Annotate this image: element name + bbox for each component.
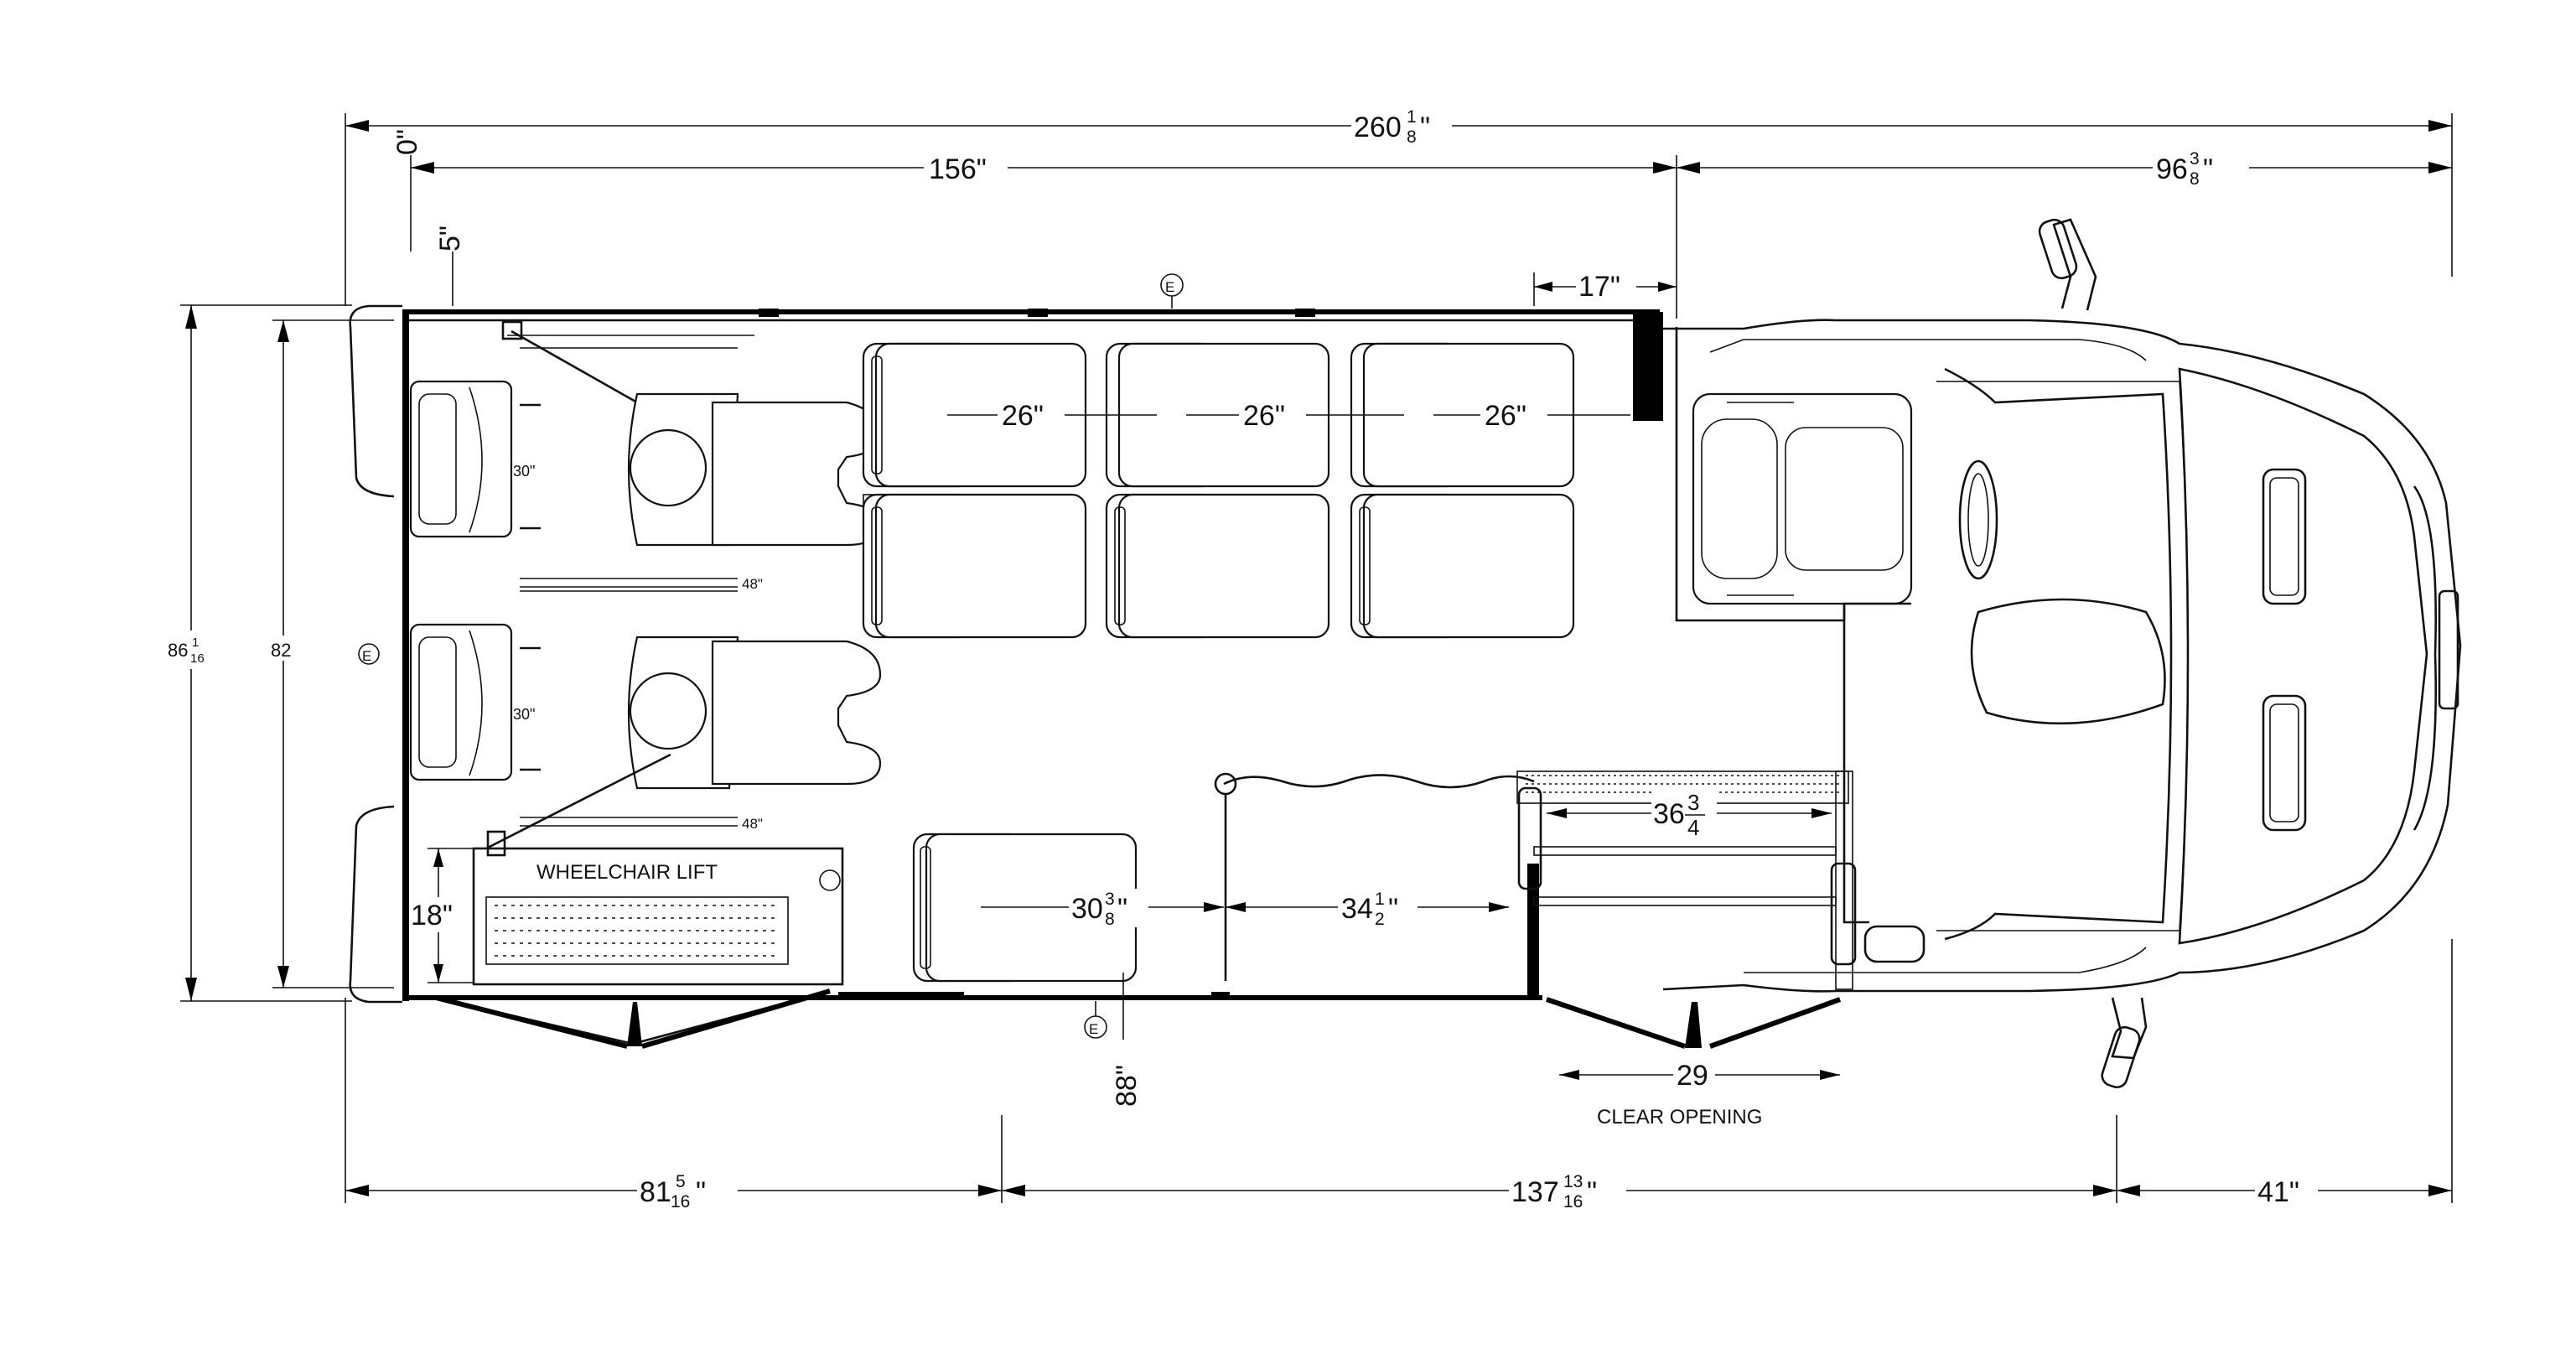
wheelchair-position-2: 48" (485, 590, 882, 850)
svg-text:8: 8 (2190, 169, 2200, 189)
front-section-value: 96 (2156, 153, 2188, 185)
svg-text:41": 41" (2257, 1176, 2299, 1208)
svg-text:16: 16 (190, 651, 205, 666)
svg-text:": " (2203, 153, 2213, 185)
svg-text:29: 29 (1677, 1060, 1708, 1092)
svg-text:30": 30" (513, 463, 535, 480)
svg-text:26": 26" (1243, 400, 1285, 432)
svg-text:": " (1587, 1176, 1597, 1208)
svg-text:26": 26" (1002, 400, 1044, 432)
svg-text:E: E (1165, 279, 1174, 295)
rear-fold-seat-1: 30" (409, 380, 535, 538)
svg-text:16: 16 (671, 1192, 690, 1212)
cab-front (1662, 218, 2462, 1089)
seat-row-2 (1105, 342, 1330, 639)
svg-text:30: 30 (1071, 893, 1103, 925)
svg-text:13: 13 (1563, 1172, 1583, 1191)
svg-text:3: 3 (1105, 890, 1115, 909)
step-width-dimension: 36 3 4 (1547, 790, 1832, 840)
wheelchair-lift: WHEELCHAIR LIFT (472, 830, 844, 986)
svg-text:3: 3 (1687, 790, 1699, 815)
wheelchair-lift-label: WHEELCHAIR LIFT (536, 861, 718, 884)
svg-text:18": 18" (411, 900, 453, 931)
svg-text:48": 48" (742, 816, 763, 832)
svg-text:E: E (362, 648, 371, 664)
rear-to-door-value: 156" (929, 153, 987, 185)
svg-text:": " (1117, 893, 1127, 925)
svg-text:": " (1388, 893, 1398, 925)
svg-text:": " (1420, 112, 1430, 143)
overall-length-value: 260 (1354, 112, 1402, 143)
svg-text:34: 34 (1341, 893, 1373, 925)
svg-text:1: 1 (1407, 107, 1417, 127)
svg-text:5": 5" (434, 226, 466, 252)
overall-length-dimension: 260 1 8 " (345, 107, 2453, 306)
svg-text:88": 88" (1111, 1065, 1143, 1107)
svg-text:": " (696, 1176, 706, 1208)
svg-text:E: E (1089, 1021, 1098, 1037)
svg-text:3: 3 (2190, 149, 2200, 169)
driver-seat (1692, 392, 1913, 605)
five-inch-dimension: 5" (434, 226, 466, 306)
svg-text:16: 16 (1563, 1192, 1583, 1212)
rear-fold-seat-2: 30" (409, 623, 535, 781)
rear-to-door-dimension: 156" (410, 151, 1677, 319)
clear-opening-label: CLEAR OPENING (1597, 1106, 1762, 1128)
svg-text:2: 2 (1375, 910, 1385, 929)
svg-text:30": 30" (513, 706, 535, 723)
svg-text:8: 8 (1105, 910, 1115, 929)
svg-text:48": 48" (742, 576, 763, 592)
svg-text:82: 82 (271, 640, 291, 661)
svg-text:86: 86 (168, 640, 188, 661)
svg-text:36: 36 (1653, 798, 1685, 830)
seventeen-dimension: 17" (1533, 267, 1677, 306)
bottom-dimensions: 81 5 16 " 137 13 16 " 41" (345, 939, 2453, 1212)
seat-row-1 (862, 342, 1087, 639)
svg-text:26": 26" (1485, 400, 1526, 432)
svg-text:8: 8 (1407, 127, 1417, 147)
svg-text:1: 1 (1375, 890, 1385, 909)
zero-mark-label: 0" (391, 129, 423, 155)
height-88-dimension: 88" (1111, 973, 1143, 1107)
entrance-stairwell (1214, 770, 1857, 1049)
wheelchair-position-1: 48" (501, 320, 882, 592)
aisle-dimensions: 30 3 8 " 34 1 2 " (981, 889, 1509, 929)
clear-opening-dimension: 29 CLEAR OPENING (1559, 1056, 1840, 1128)
front-section-dimension: 96 3 8 " (1677, 149, 2452, 189)
interior-width-dimension: 82 (268, 319, 394, 988)
seat-row-3 (1350, 342, 1575, 639)
svg-text:5: 5 (676, 1172, 686, 1191)
overall-width-dimension: 86 1 16 (163, 304, 352, 1002)
lift-depth-dimension: 18" (409, 848, 474, 983)
svg-text:81: 81 (640, 1176, 671, 1208)
svg-text:4: 4 (1687, 815, 1699, 840)
svg-text:17": 17" (1578, 271, 1620, 303)
svg-text:137: 137 (1511, 1176, 1559, 1208)
svg-text:1: 1 (192, 636, 199, 650)
seat-pitch-dimensions: 26" 26" 26" (947, 397, 1630, 432)
